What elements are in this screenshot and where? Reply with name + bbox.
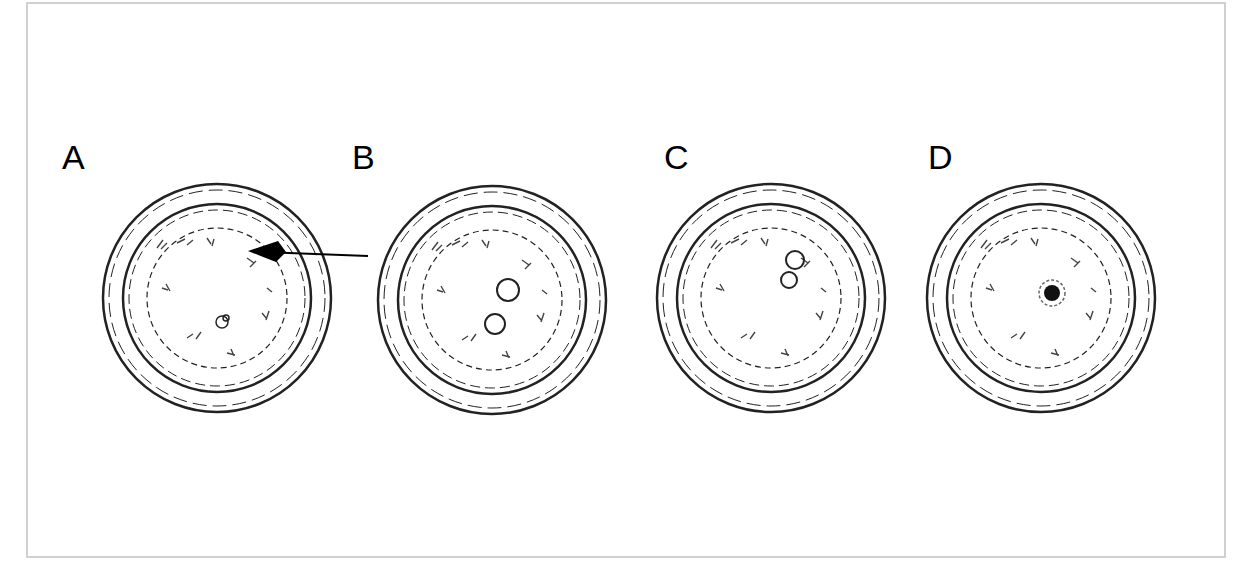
panel-letter: C bbox=[664, 140, 689, 174]
panel-letter: D bbox=[928, 140, 953, 174]
panel-letter: B bbox=[352, 140, 375, 174]
panel-letter: A bbox=[62, 140, 85, 174]
